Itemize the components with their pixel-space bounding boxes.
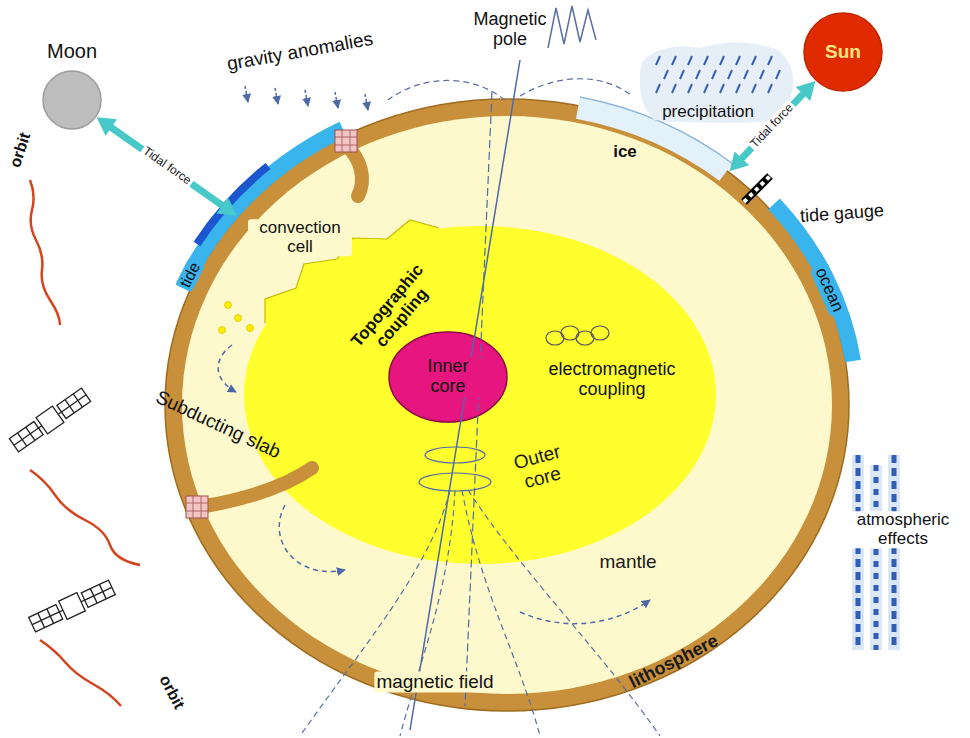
- em-coupling-loops: [546, 326, 609, 345]
- pole-label: Magnetic pole: [465, 10, 555, 50]
- inner-core: Inner core: [388, 331, 508, 423]
- edge-label: Tidal force: [139, 144, 195, 189]
- node-text: Sun: [825, 42, 861, 63]
- node-text: Inner core: [415, 357, 481, 397]
- process-label: convection cell: [248, 219, 352, 256]
- lithosphere-ring: lithospheremantleOuter coreInner core: [164, 98, 850, 712]
- plume-dots: [219, 302, 254, 334]
- process-label: Topographic coupling: [341, 252, 449, 371]
- process-label: electromagnetic coupling: [535, 360, 689, 400]
- region-label: ice: [611, 143, 639, 162]
- ocean: [183, 129, 853, 361]
- region-label: gravity anomalies: [225, 29, 374, 75]
- tidal-force-arrow: [729, 81, 815, 171]
- structure-label: Subducting slab: [152, 387, 283, 463]
- process-label: precipitation: [660, 103, 756, 122]
- satellite: [8, 387, 92, 454]
- instrument-label: tide gauge: [799, 201, 884, 227]
- satellite: [28, 578, 116, 633]
- field-label: magnetic field: [374, 672, 495, 693]
- process-label: tide: [175, 258, 204, 293]
- core-field-loops: [419, 447, 491, 491]
- precipitation-cloud: [640, 42, 793, 123]
- gravity-arrows: [245, 86, 368, 110]
- node-text: Moon: [47, 40, 97, 62]
- moon-circle: Moon: [30, 40, 114, 130]
- mantle-region: mantleOuter coreInner core: [181, 115, 833, 695]
- region-label: ocean: [810, 263, 848, 317]
- pole-aurora: [548, 6, 596, 48]
- sun-circle: Sun: [803, 12, 883, 92]
- orbit-label: orbit: [156, 672, 188, 712]
- node-text: mantle: [597, 552, 658, 573]
- process-label: atmospheric effects: [842, 511, 964, 548]
- atmosphere-bars: [852, 455, 900, 650]
- orbit-label: orbit: [6, 130, 34, 169]
- tide-gauge-symbol: [744, 176, 770, 202]
- field-lines: [300, 79, 660, 736]
- orbit-track: [30, 180, 140, 706]
- tidal-force-arrow: [97, 117, 237, 215]
